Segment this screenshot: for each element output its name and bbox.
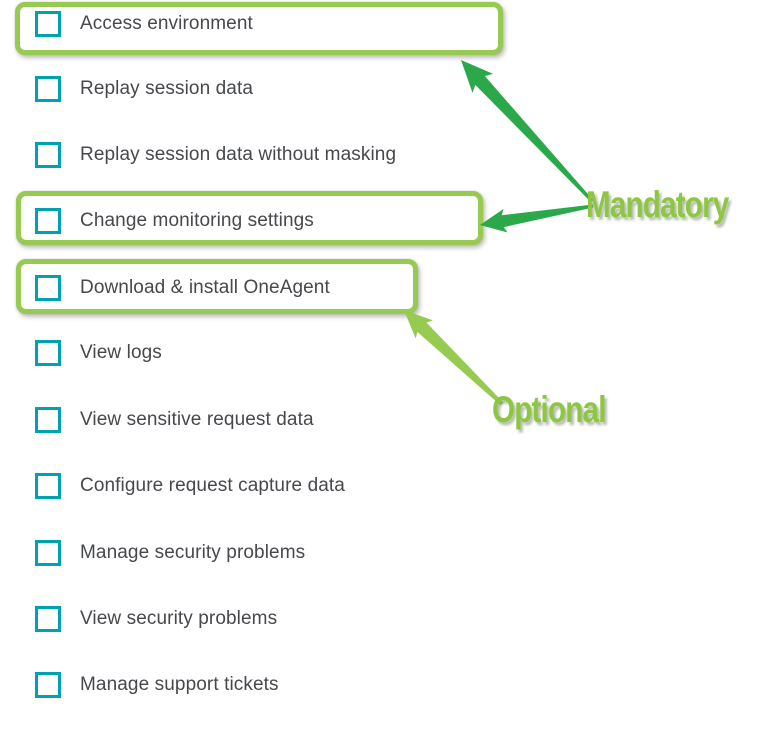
checklist-item-label: View sensitive request data	[80, 409, 314, 430]
checklist-item-label: Download & install OneAgent	[80, 277, 330, 298]
checkbox-download-install-oneagent[interactable]	[35, 275, 61, 301]
checklist-item-label: Manage security problems	[80, 542, 306, 563]
checkbox-access-environment[interactable]	[35, 11, 61, 37]
checkbox-view-security-problems[interactable]	[35, 606, 61, 632]
checklist-item-label: Change monitoring settings	[80, 210, 314, 231]
checklist-row: Replay session data	[0, 76, 253, 102]
checklist-row: Access environment	[0, 11, 253, 37]
checklist-row: Download & install OneAgent	[0, 275, 330, 301]
checklist-item-label: Access environment	[80, 13, 253, 34]
checklist-row: Replay session data without masking	[0, 142, 396, 168]
checkbox-change-monitoring-settings[interactable]	[35, 208, 61, 234]
checkbox-view-logs[interactable]	[35, 340, 61, 366]
mandatory-annotation-label: Mandatory	[586, 184, 729, 225]
checklist-item-label: Replay session data	[80, 78, 254, 99]
checklist-item-label: Configure request capture data	[80, 475, 345, 496]
checklist-row: Manage security problems	[0, 540, 305, 566]
checklist-item-label: View logs	[80, 342, 162, 363]
checklist-item-label: View security problems	[80, 608, 278, 629]
optional-highlight-box-download-install-oneagent	[16, 259, 418, 314]
checklist-row: Change monitoring settings	[0, 208, 314, 234]
checkbox-view-sensitive-request-data[interactable]	[35, 407, 61, 433]
mandatory-highlight-box-access-environment	[15, 2, 503, 55]
mandatory-arrow-to-change-monitoring-settings-icon	[480, 204, 594, 233]
checklist-row: View logs	[0, 340, 162, 366]
mandatory-highlight-box-change-monitoring-settings	[16, 191, 483, 245]
checkbox-replay-session-data-without-masking[interactable]	[35, 142, 61, 168]
mandatory-arrow-to-access-environment-icon	[461, 60, 594, 202]
optional-annotation-label: Optional	[492, 389, 606, 430]
checklist-row: Manage support tickets	[0, 672, 279, 698]
checklist-row: Configure request capture data	[0, 473, 345, 499]
checkbox-manage-security-problems[interactable]	[35, 540, 61, 566]
checkbox-configure-request-capture-data[interactable]	[35, 473, 61, 499]
checklist-item-label: Replay session data without masking	[80, 144, 397, 165]
checkbox-manage-support-tickets[interactable]	[35, 672, 61, 698]
checklist-row: View security problems	[0, 606, 277, 632]
checklist-row: View sensitive request data	[0, 407, 314, 433]
optional-arrow-to-download-install-oneagent-icon	[404, 310, 504, 406]
checklist-item-label: Manage support tickets	[80, 674, 279, 695]
checkbox-replay-session-data[interactable]	[35, 76, 61, 102]
